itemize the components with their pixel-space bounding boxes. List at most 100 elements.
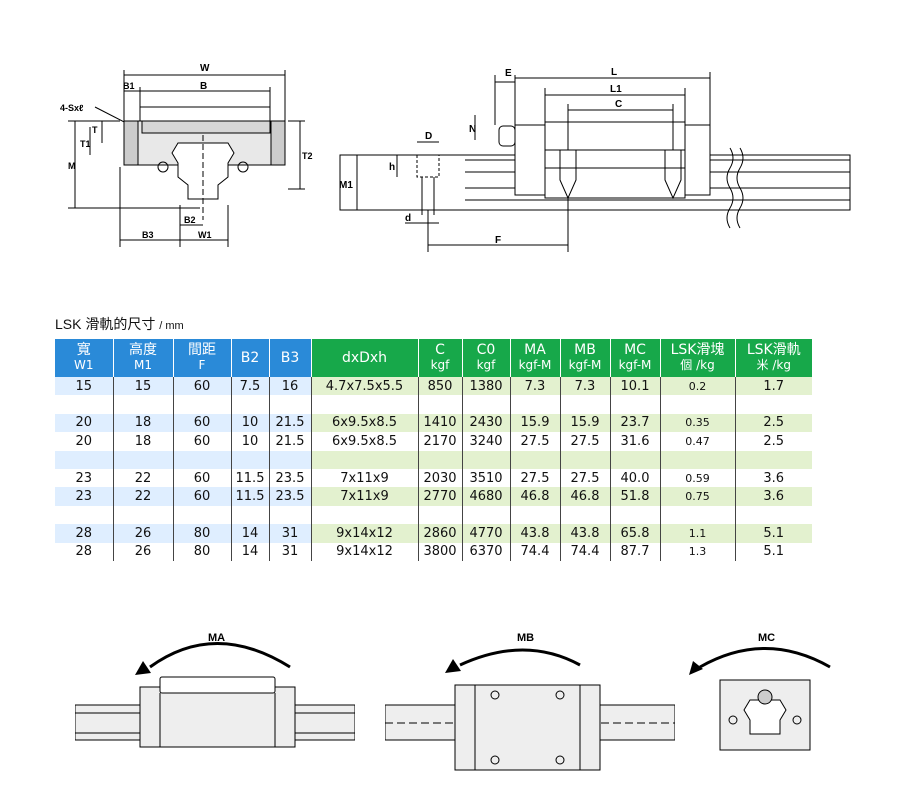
table-cell: 23.7 [610,413,661,433]
table-cell: 2770 [418,487,463,506]
table-cell: 10 [231,432,270,451]
table-cell: 43.8 [560,524,611,543]
table-cell [55,450,114,469]
table-cell [462,395,511,414]
table-cell: 0.35 [660,413,736,433]
table-cell: 3.6 [735,468,812,488]
table-cell: 850 [418,377,463,396]
header-sublabel: kgf [430,358,450,372]
table-cell: 15 [55,377,114,396]
table-cell: 22 [113,468,174,488]
table-cell [311,505,419,525]
table-cell: 21.5 [269,432,312,451]
table-cell: 51.8 [610,487,661,506]
header-label: 高度 [129,342,157,358]
table-cell: 87.7 [610,542,661,561]
header-label: C0 [476,342,496,358]
table-cell: 23 [55,487,114,506]
table-cell: 0.75 [660,487,736,506]
table-cell: 46.8 [560,487,611,506]
label-d: d [405,213,411,224]
label-B2: B2 [184,215,196,225]
table-cell: 60 [173,432,232,451]
table-cell [510,505,561,525]
table-cell: 31 [269,524,312,543]
header-cell: LSK滑塊個 /kg [660,339,736,377]
table-cell [55,505,114,525]
label-mb: MB [517,632,534,644]
label-S: 4-Sxℓ [60,103,84,113]
table-cell: 20 [55,413,114,433]
table-cell: 7.5 [231,377,270,396]
label-h: h [389,162,395,173]
table-cell: 74.4 [560,542,611,561]
table-cell [735,505,812,525]
table-cell: 2.5 [735,413,812,433]
table-cell: 2030 [418,468,463,488]
table-cell: 46.8 [510,487,561,506]
header-label: C [435,342,445,358]
table-cell [560,450,611,469]
table-cell [462,450,511,469]
label-N: N [469,124,476,135]
table-cell: 11.5 [231,468,270,488]
table-cell [610,450,661,469]
table-cell: 0.59 [660,468,736,488]
table-cell [510,395,561,414]
table-cell [735,395,812,414]
label-L1: L1 [610,84,622,95]
table-cell: 20 [55,432,114,451]
table-cell: 4770 [462,524,511,543]
label-F: F [495,235,501,246]
header-label: 間距 [188,342,216,358]
table-cell: 27.5 [560,468,611,488]
table-cell: 3800 [418,542,463,561]
side-view-drawing: E L L1 C N D h M1 d F [339,67,851,252]
table-cell: 80 [173,524,232,543]
table-cell [173,450,232,469]
moment-mc-drawing: MC [689,632,831,751]
table-cell [610,505,661,525]
table-cell: 27.5 [510,468,561,488]
table-cell: 1380 [462,377,511,396]
header-cell: LSK滑軌米 /kg [735,339,812,377]
table-cell: 2430 [462,413,511,433]
table-cell [269,395,312,414]
header-sublabel: kgf-M [518,358,552,372]
label-T1: T1 [80,139,91,149]
header-sublabel: M1 [134,358,152,372]
table-cell: 6x9.5x8.5 [311,413,419,433]
table-cell [418,395,463,414]
table-cell: 7x11x9 [311,487,419,506]
table-cell: 23.5 [269,487,312,506]
table-cell: 2860 [418,524,463,543]
table-cell: 18 [113,432,174,451]
table-cell: 27.5 [510,432,561,451]
table-cell: 1.7 [735,377,812,396]
table-cell: 1.3 [660,542,736,561]
table-cell: 60 [173,377,232,396]
table-cell: 5.1 [735,524,812,543]
table-cell: 14 [231,524,270,543]
table-cell: 28 [55,524,114,543]
table-cell [510,450,561,469]
table-row [55,450,812,469]
label-W1: W1 [198,230,212,240]
table-cell [173,395,232,414]
header-label: B2 [240,349,260,366]
table-cell: 60 [173,413,232,433]
table-cell: 60 [173,468,232,488]
table-cell: 7.3 [510,377,561,396]
label-L: L [611,67,617,78]
header-label: B3 [280,349,300,366]
table-cell: 60 [173,487,232,506]
label-ma: MA [208,632,225,644]
